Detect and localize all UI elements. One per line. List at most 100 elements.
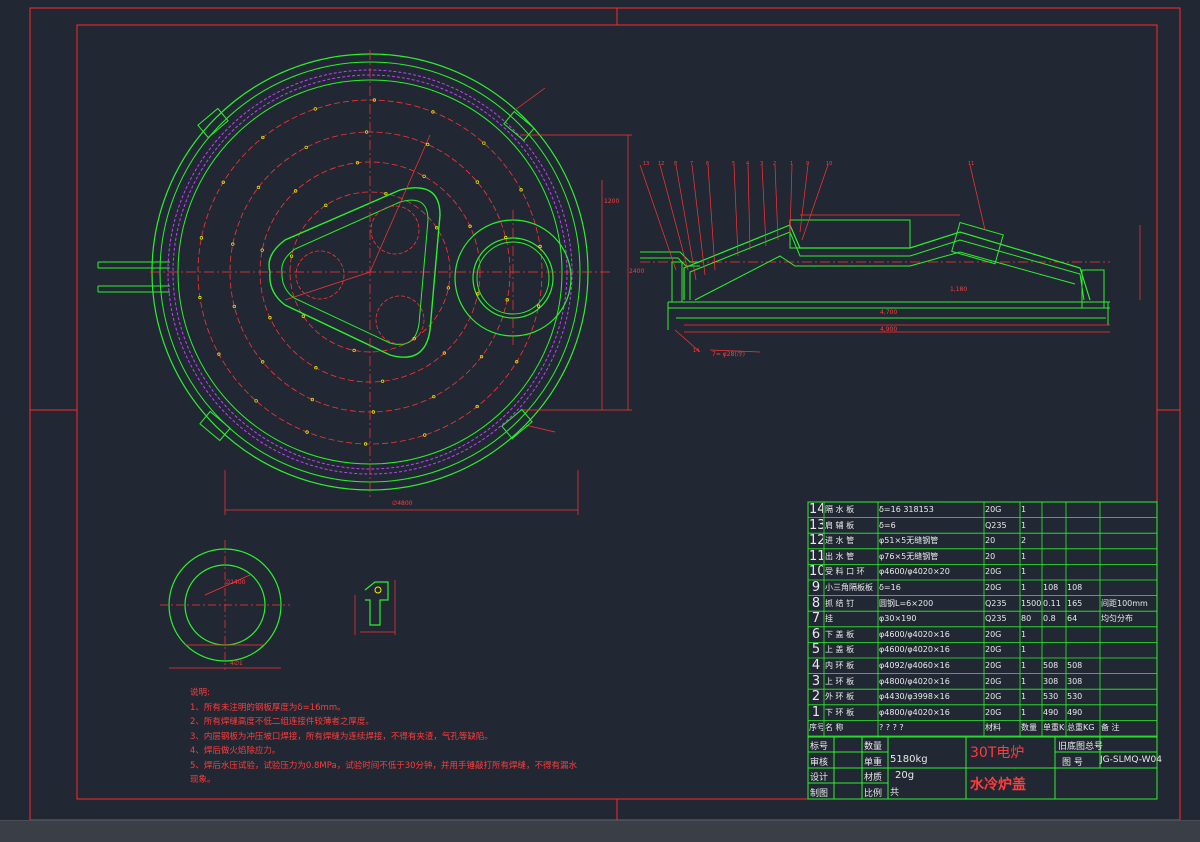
bom-cell: 7: [811, 612, 821, 626]
part-balloon: 9: [806, 161, 810, 167]
anchor-nail-marker: [313, 107, 317, 111]
bom-cell: φ4800/φ4020×16: [879, 707, 950, 717]
note-line-6: 现象。: [190, 775, 216, 785]
bom-cell: 308: [1067, 676, 1083, 686]
bom-cell: Q235: [985, 614, 1007, 624]
bom-cell: 外 环 板: [825, 692, 855, 702]
anchor-nail-marker: [475, 180, 479, 184]
bom-cell: φ4600/φ4020×20: [879, 567, 950, 577]
anchor-nail-marker: [425, 142, 430, 147]
bom-cell: [1043, 519, 1065, 533]
anchor-nail-marker: [314, 366, 318, 370]
anchor-nail-marker: [475, 404, 479, 409]
anchor-nail-marker: [352, 348, 356, 353]
bom-cell: 20G: [985, 567, 1002, 577]
bom-cell: [1101, 690, 1156, 704]
bom-cell: [1101, 550, 1156, 564]
bom-cell: [1043, 643, 1065, 657]
anchor-nail-marker: [289, 254, 294, 258]
part-balloon: 1: [790, 161, 794, 167]
bom-cell: 80: [1021, 614, 1032, 624]
bom-cell: [1101, 534, 1156, 548]
bom-cell: 出 水 管: [825, 551, 855, 561]
bom-cell: 64: [1067, 614, 1078, 624]
part-balloon: 5: [732, 161, 736, 167]
anchor-nail-marker: [304, 145, 308, 150]
anchor-nail-marker: [435, 226, 439, 230]
anchor-nail-marker: [198, 295, 202, 300]
bom-cell: φ4600/φ4020×16: [879, 645, 950, 655]
drawing-title-sub: 水冷炉盖: [970, 777, 1026, 793]
status-bar: [0, 820, 1200, 842]
bom-cell: φ51×5无缝钢管: [879, 536, 939, 546]
bom-cell: [1101, 628, 1156, 642]
bom-cell: 均匀分布: [1101, 614, 1133, 624]
bom-cell: 内 环 板: [825, 661, 855, 670]
bom-cell: 1: [1021, 567, 1027, 577]
bom-cell: 5: [811, 643, 821, 657]
bom-cell: φ4600/φ4020×16: [879, 629, 950, 639]
part-balloon: 10: [826, 161, 833, 167]
bom-cell: 10: [809, 565, 823, 579]
anchor-nail-marker: [479, 354, 484, 359]
bom-cell: 0.11: [1043, 598, 1061, 608]
bom-cell: [1067, 565, 1099, 579]
dim-text-7: 1,180: [950, 286, 968, 293]
part-balloon: 11: [968, 161, 975, 167]
detail-hook-view: [354, 580, 396, 635]
bom-cell: 490: [1043, 707, 1059, 717]
part-balloon: 8: [674, 161, 678, 167]
bom-cell: 20G: [985, 629, 1002, 639]
bom-table-grid: [807, 501, 1158, 737]
bom-cell: δ=16: [879, 583, 901, 592]
anchor-nail-marker: [293, 189, 298, 193]
leader-note: 7= φ28(冷): [712, 351, 746, 358]
bom-cell: 小三角隔板板: [825, 583, 873, 592]
bom-cell: Q235: [985, 598, 1007, 608]
bom-cell: 1: [1021, 645, 1027, 655]
anchor-nail-marker: [254, 399, 258, 403]
part-balloon: 14: [693, 348, 700, 354]
bom-cell: φ30×190: [879, 614, 917, 624]
note-line-5: 5、焊后水压试验，试验压力为0.8MPa，试验时间不低于30分钟，并用手锤敲打所…: [190, 760, 578, 771]
info-label2-1: 数量: [864, 742, 883, 752]
info-label-3: 设计: [810, 773, 829, 783]
anchor-nail-marker: [217, 352, 221, 356]
bom-cell: 20: [985, 551, 996, 561]
anchor-nail-marker: [232, 304, 236, 309]
bom-cell: 下 盖 板: [825, 629, 855, 639]
scale-text: 共: [890, 788, 900, 798]
bom-cell: 165: [1067, 598, 1083, 608]
bom-cell: φ4092/φ4060×16: [879, 661, 950, 670]
bom-cell: [1067, 503, 1099, 517]
part-balloon: 2: [773, 161, 777, 167]
dim-text-6: 4,900: [880, 326, 898, 333]
bom-cell: 20: [985, 536, 996, 546]
bom-cell: [1101, 659, 1156, 673]
anchor-nail-marker: [268, 316, 272, 320]
bom-cell: 隔 水 板: [825, 505, 855, 514]
part-balloon: 7: [690, 161, 694, 167]
bom-cell: 2: [1021, 536, 1027, 546]
dim-text-2: 1200: [604, 198, 620, 205]
bom-cell: 1: [1021, 676, 1027, 686]
anchor-nail-marker: [384, 191, 388, 196]
bom-cell: 1: [1021, 520, 1027, 530]
bom-header-cell: 单重KG: [1043, 723, 1065, 733]
bom-cell: 受 料 口 环: [825, 567, 865, 577]
bom-cell: [1043, 534, 1065, 548]
anchor-nail-marker: [301, 314, 305, 318]
bom-cell: 1: [1021, 629, 1027, 639]
bom-cell: 1: [1021, 551, 1027, 561]
anchor-nail-marker: [221, 180, 225, 184]
dim-text-8: 4∅1: [230, 660, 243, 667]
bom-cell: 14: [809, 503, 823, 517]
anchor-nail-marker: [432, 394, 436, 399]
anchor-nail-marker: [536, 304, 541, 308]
bom-cell: [1101, 581, 1156, 595]
bom-cell: φ4800/φ4020×16: [879, 676, 950, 686]
bom-cell: [1101, 565, 1156, 579]
bom-cell: 0.8: [1043, 614, 1056, 624]
